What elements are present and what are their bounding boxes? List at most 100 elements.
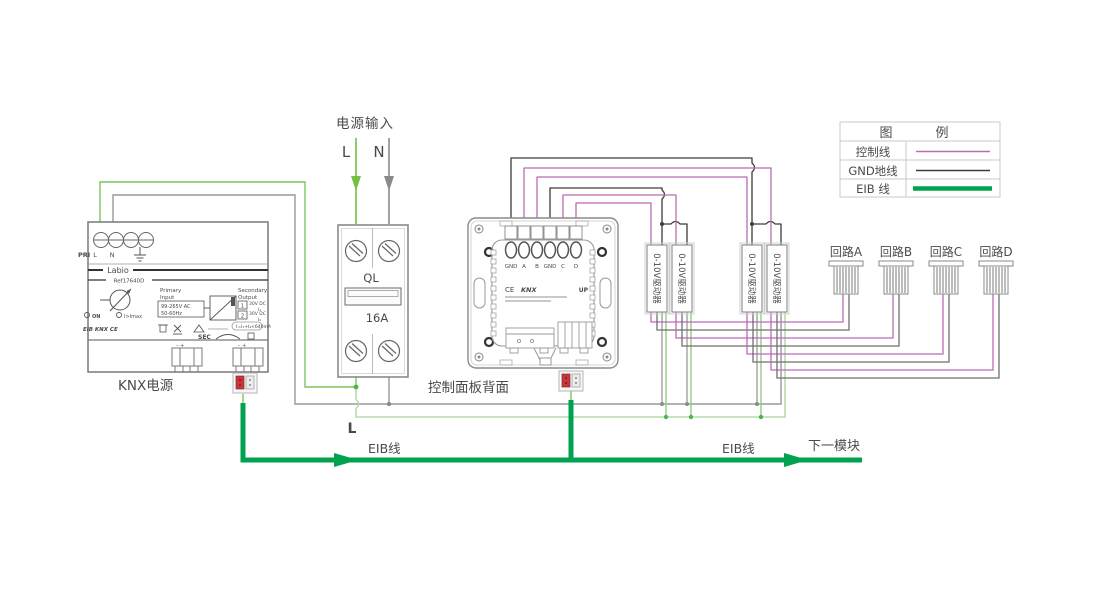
primary-rating-2: 50-60Hz bbox=[161, 311, 182, 317]
driver-label: 0-10V驱动器 bbox=[771, 253, 782, 304]
cert-logos: EIB KNX CE bbox=[83, 327, 118, 333]
eib-arrow-icon bbox=[334, 453, 358, 467]
led-overcurrent-icon bbox=[116, 312, 122, 318]
legend-label-eib: EIB 线 bbox=[856, 182, 890, 196]
legend-title-right: 例 bbox=[935, 126, 948, 141]
knx-logo: KNX bbox=[521, 286, 537, 294]
house-icon bbox=[193, 324, 205, 333]
primary-label-2: Input bbox=[160, 295, 175, 301]
gnd-wire-far bbox=[510, 157, 756, 245]
loop-label: 回路C bbox=[930, 244, 962, 259]
driver-label: 0-10V驱动器 bbox=[746, 253, 757, 304]
breaker-model: QL bbox=[363, 271, 379, 285]
primary-rating-1: 99-265V AC bbox=[161, 304, 191, 310]
breaker-rating: 16A bbox=[366, 311, 389, 325]
next-module-label: 下一模块 bbox=[808, 439, 860, 454]
panel-name-label: 控制面板背面 bbox=[428, 380, 509, 396]
fine-print-line bbox=[505, 300, 551, 302]
live-arrow-icon bbox=[351, 176, 361, 191]
eib-label-1: EIB线 bbox=[368, 441, 401, 456]
side-slot bbox=[473, 277, 486, 309]
led-on-label: ON bbox=[92, 314, 100, 320]
junction-dot bbox=[685, 402, 689, 406]
polarity-marks: – + bbox=[176, 343, 184, 349]
bus-connector-gray bbox=[245, 375, 255, 390]
up-mark: UP bbox=[579, 287, 589, 294]
driver-module-2: 0-10V驱动器 bbox=[669, 242, 695, 315]
primary-label-1: Primary bbox=[160, 288, 182, 294]
loop-label: 回路D bbox=[979, 244, 1012, 259]
lamp-fins bbox=[886, 267, 906, 293]
live-loop-psu bbox=[99, 181, 356, 388]
panel-bottom-block-right bbox=[557, 321, 593, 354]
bus-connector-red bbox=[235, 375, 245, 390]
loop-lamp-c: 回路C bbox=[928, 244, 964, 295]
psu-n-terminal: N bbox=[110, 251, 115, 259]
converter-block-icon bbox=[204, 295, 237, 321]
slot-icon bbox=[247, 332, 255, 340]
panel-knx-connector bbox=[558, 370, 584, 392]
legend-label-control: 控制线 bbox=[856, 145, 891, 159]
loop-lamp-a: 回路A bbox=[828, 244, 864, 295]
corner-screw-icon bbox=[474, 224, 612, 362]
driver-module-3: 0-10V驱动器 bbox=[739, 242, 765, 315]
terminal-label-c: C bbox=[561, 264, 565, 270]
lamp-c-control bbox=[746, 294, 944, 355]
lamp-flange bbox=[978, 260, 1014, 267]
disposal-icon bbox=[158, 324, 168, 333]
driver-label: 0-10V驱动器 bbox=[651, 253, 662, 304]
sec-label: SEC bbox=[198, 334, 211, 341]
terminal-label-d: D bbox=[574, 264, 578, 270]
legend-title-left: 图 bbox=[879, 126, 892, 141]
lamp-fins bbox=[936, 267, 956, 293]
secondary-label-2: Output bbox=[238, 295, 258, 301]
ce-mark: CE bbox=[505, 286, 514, 294]
power-input: 电源输入 L N bbox=[336, 116, 394, 224]
control-wire-c bbox=[562, 194, 677, 245]
gnd-wire-near-branch bbox=[662, 220, 688, 245]
legend: 图 例 控制线 GND地线 EIB 线 bbox=[839, 121, 1001, 198]
output-total: I=I₁+I₂<640mA bbox=[236, 324, 272, 330]
circuit-breaker: QL 16A bbox=[337, 224, 409, 378]
heatsink-fins bbox=[93, 232, 154, 248]
lamp-wires bbox=[650, 294, 1000, 379]
control-wire-b bbox=[536, 176, 748, 245]
lamp-flange bbox=[828, 260, 864, 267]
neutral-label: N bbox=[373, 143, 384, 161]
psu-ref: Ref17640D bbox=[114, 279, 145, 285]
psu-name-label: KNX电源 bbox=[118, 378, 174, 394]
legend-label-gnd: GND地线 bbox=[848, 164, 898, 178]
terminal-label-a: A bbox=[522, 264, 526, 270]
output-clamp-right bbox=[232, 347, 264, 373]
eib-bus-line bbox=[240, 403, 862, 463]
control-wires bbox=[510, 157, 782, 245]
junction-dot bbox=[750, 222, 754, 226]
control-wire-a bbox=[523, 167, 772, 245]
loop-lamp-d: 回路D bbox=[978, 244, 1014, 295]
edge-tab bbox=[575, 359, 589, 366]
terminal-label-b: B bbox=[535, 264, 539, 270]
polarity-marks: – + bbox=[238, 343, 246, 349]
power-input-title: 电源输入 bbox=[336, 116, 394, 132]
junction-dot bbox=[660, 402, 664, 406]
loop-label: 回路A bbox=[830, 244, 863, 259]
output2-no: 2 bbox=[241, 314, 245, 320]
secondary-label-1: Secondary bbox=[238, 288, 268, 294]
output-clamp-left bbox=[171, 347, 203, 373]
gnd-wire-near bbox=[549, 187, 666, 245]
output2-voltage: 30V DC bbox=[249, 311, 266, 317]
panel-bottom-block-left bbox=[505, 327, 555, 354]
label-capsule bbox=[231, 321, 263, 331]
x-mark-icon bbox=[173, 324, 182, 335]
lamp-fins bbox=[986, 267, 1006, 293]
junction-dot bbox=[758, 414, 764, 420]
screw-terminal-icon bbox=[344, 339, 368, 363]
lamp-c-gnd bbox=[752, 294, 950, 363]
output2-current: I₂ bbox=[258, 317, 261, 323]
driver-modules: 0-10V驱动器 0-10V驱动器 0-10V驱动器 0-10V驱动器 bbox=[644, 242, 790, 315]
screw-terminal-icon bbox=[377, 339, 401, 363]
lamp-flange bbox=[878, 260, 914, 267]
control-wire-d bbox=[575, 202, 652, 245]
